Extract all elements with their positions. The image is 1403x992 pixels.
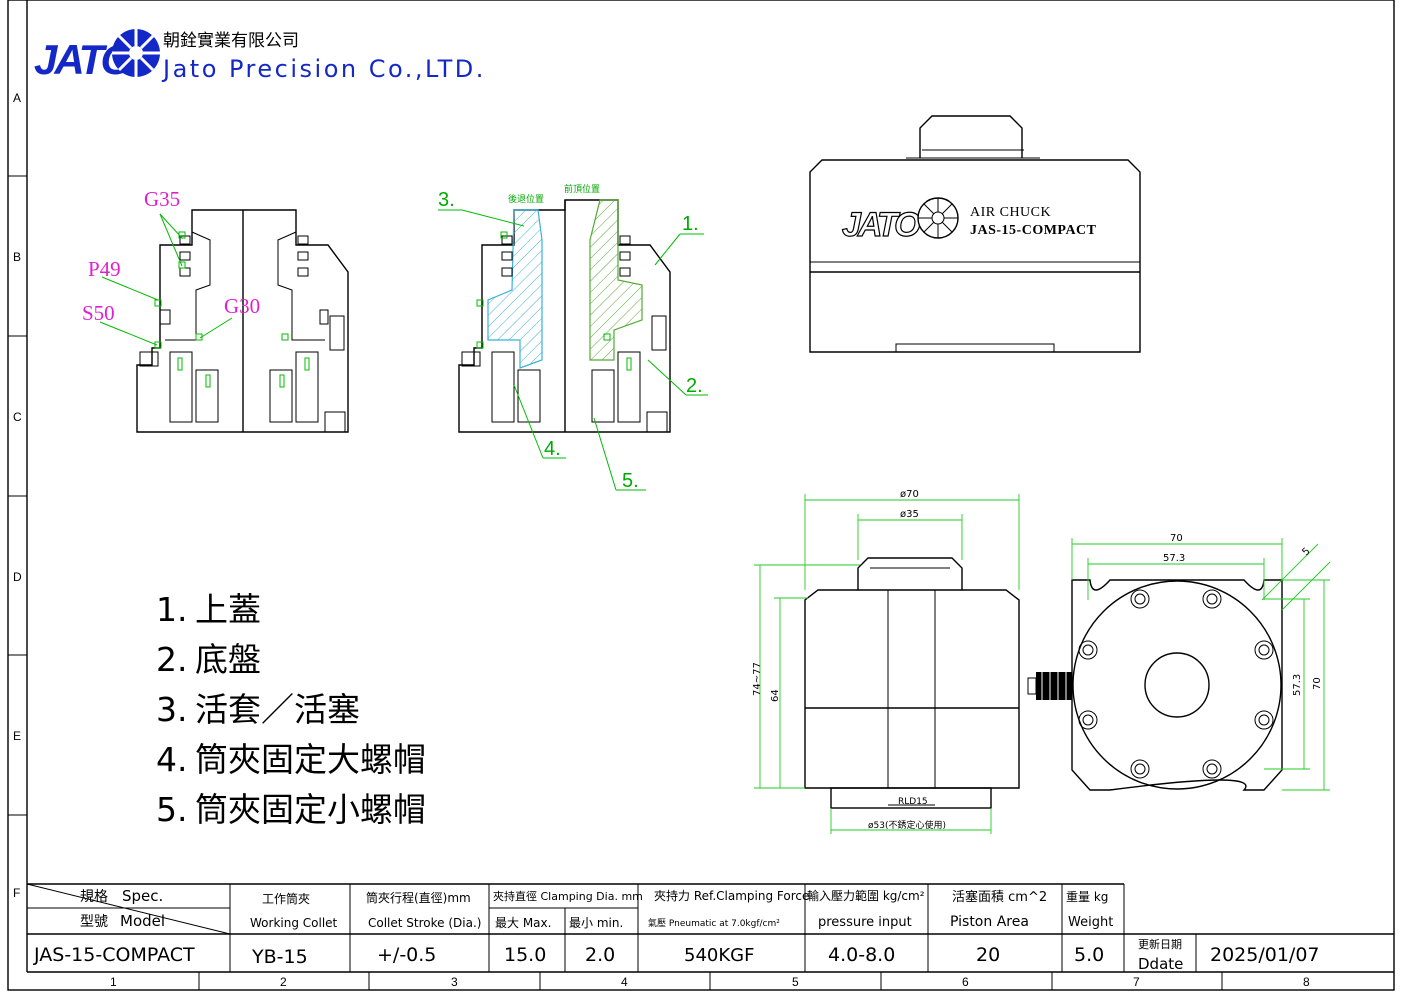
dim-h64: 64 (770, 689, 781, 702)
area-value: 20 (976, 944, 1000, 966)
product-logo-text: JATO (842, 206, 920, 244)
dim-d70: ø70 (900, 489, 919, 500)
product-side-view: JATO (809, 115, 1141, 353)
model-value: JAS-15-COMPACT (33, 944, 195, 966)
parts-item-5-no: 5. (156, 790, 188, 829)
part-label-1: 1. (682, 213, 699, 235)
row-label-e: E (13, 729, 21, 743)
seal-label-g30: G30 (224, 294, 260, 318)
parts-item-2-no: 2. (156, 640, 188, 679)
parts-item-2-name: 底盤 (195, 640, 261, 679)
product-line2: JAS-15-COMPACT (970, 223, 1097, 238)
col-label-3: 3 (451, 975, 458, 989)
row-label-d: D (13, 570, 22, 584)
part-label-2: 2. (686, 375, 703, 397)
force-subheader: 氣壓 Pneumatic at 7.0kgf/cm² (648, 917, 780, 929)
dim-w573: 57.3 (1163, 553, 1185, 564)
dim-d35: ø35 (900, 509, 919, 520)
weight-value: 5.0 (1074, 944, 1104, 966)
collet-header-en: Working Collet (250, 916, 338, 930)
weight-subheader: Weight (1068, 915, 1113, 930)
pressure-subheader: pressure input (818, 915, 912, 930)
middle-section-view (438, 199, 708, 491)
bolt-holes (1078, 589, 1274, 779)
stroke-header-cn: 筒夾行程(直徑)mm (366, 890, 471, 905)
col-label-8: 8 (1303, 975, 1310, 989)
seal-label-s50: S50 (82, 301, 115, 325)
dim-h573: 57.3 (1292, 674, 1303, 696)
min-label: 最小 min. (569, 916, 623, 930)
date-value: 2025/01/07 (1210, 944, 1320, 966)
model-en: Model (120, 912, 165, 930)
col-label-1: 1 (110, 975, 117, 989)
part-label-5: 5. (622, 470, 639, 492)
max-value: 15.0 (504, 944, 546, 966)
force-header: 夾持力 Ref.Clamping Force (654, 888, 809, 903)
parts-item-5-name: 筒夾固定小螺帽 (195, 790, 426, 829)
row-label-c: C (13, 410, 22, 424)
parts-item-3-name: 活套／活塞 (195, 690, 360, 729)
dim-h7477: 74~77 (752, 662, 763, 696)
product-line1: AIR CHUCK (970, 205, 1051, 220)
collet-value: YB-15 (251, 946, 308, 968)
col-label-6: 6 (962, 975, 969, 989)
company-logo: JATO (34, 29, 160, 83)
stroke-value: +/-0.5 (377, 944, 436, 966)
date-header-cn: 更新日期 (1138, 937, 1182, 951)
area-header: 活塞面積 cm^2 (952, 889, 1047, 905)
spec-en: Spec. (122, 887, 163, 905)
min-value: 2.0 (585, 944, 615, 966)
collet-header-cn: 工作筒夾 (262, 891, 310, 906)
max-label: 最大 Max. (495, 916, 551, 930)
col-label-7: 7 (1133, 975, 1140, 989)
date-header-en: Ddate (1138, 955, 1183, 973)
parts-item-1-name: 上蓋 (195, 590, 261, 629)
company-name-en: Jato Precision Co.,LTD. (161, 55, 486, 83)
row-label-b: B (13, 250, 21, 264)
parts-item-4-no: 4. (156, 740, 188, 779)
model-cn: 型號 (80, 914, 108, 930)
spec-table (26, 883, 1394, 972)
part-label-4: 4. (544, 438, 561, 460)
part-label-3: 3. (438, 189, 455, 211)
left-section-view (99, 209, 349, 433)
pressure-value: 4.0-8.0 (828, 944, 895, 966)
front-position-label: 前頂位置 (564, 183, 600, 195)
parts-item-1-no: 1. (156, 590, 188, 629)
drawing-frame (7, 0, 1395, 991)
company-name-cn: 朝銓實業有限公司 (163, 31, 299, 51)
dim-h70: 70 (1312, 677, 1323, 690)
front-view (754, 494, 1020, 834)
parts-item-3-no: 3. (156, 690, 188, 729)
stroke-header-en: Collet Stroke (Dia.) (368, 916, 481, 930)
dim-w70: 70 (1170, 533, 1183, 544)
col-label-4: 4 (621, 975, 628, 989)
seal-label-g35: G35 (144, 187, 180, 211)
dim-corner: 5 (1300, 546, 1312, 558)
weight-header: 重量 kg (1066, 890, 1108, 904)
back-position-label: 後退位置 (508, 193, 544, 205)
dim-d53: ø53(不銹定心使用) (868, 819, 946, 831)
force-value: 540KGF (684, 945, 754, 966)
pressure-header: 輸入壓力範圍 kg/cm² (807, 888, 925, 903)
col-label-2: 2 (280, 975, 287, 989)
top-view (1027, 538, 1331, 791)
clamp-header: 夾持直徑 Clamping Dia. mm (493, 889, 643, 903)
area-subheader: Piston Area (950, 914, 1029, 930)
row-label-f: F (13, 886, 20, 900)
parts-item-4-name: 筒夾固定大螺帽 (195, 740, 426, 779)
col-label-5: 5 (792, 975, 799, 989)
row-label-a: A (13, 91, 21, 105)
seal-label-p49: P49 (88, 257, 121, 281)
spec-cn: 規格 (80, 889, 108, 905)
dim-rld15: RLD15 (898, 797, 928, 807)
